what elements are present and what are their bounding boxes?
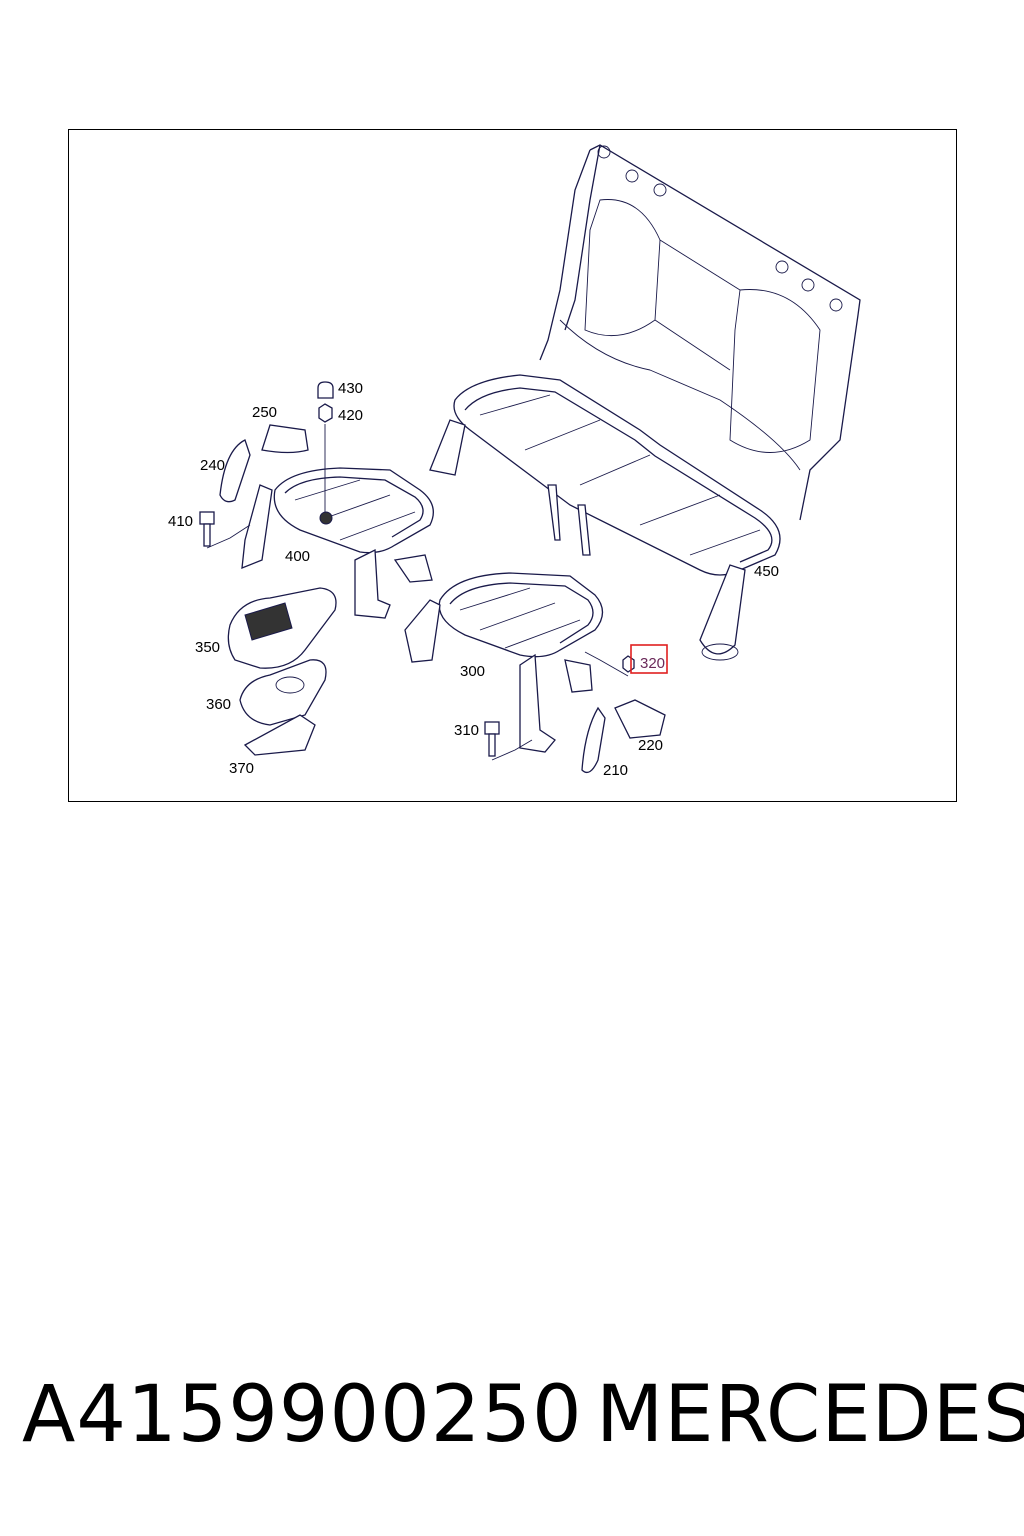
label-400: 400 [285,548,310,565]
label-370: 370 [229,760,254,777]
bolt-310 [484,721,533,761]
parts-diagram-frame [68,129,957,802]
label-210: 210 [603,762,628,779]
highlight-box-320 [630,644,668,674]
middle-seat-frame-300 [404,572,604,753]
rear-seat-frame-450 [429,374,781,661]
left-seat-frame-400 [241,467,434,619]
label-350: 350 [195,639,220,656]
label-430: 430 [338,380,363,397]
cover-250 [261,424,309,454]
bracket-370 [243,714,316,756]
bolt-410 [199,511,251,549]
label-360: 360 [206,696,231,713]
trim-240 [219,439,251,503]
label-220: 220 [638,737,663,754]
part-number: A4159900250 [22,1370,583,1460]
cupholder-360 [239,659,327,726]
trim-210 [581,706,606,774]
label-240: 240 [200,457,225,474]
label-410: 410 [168,513,193,530]
label-310: 310 [454,722,479,739]
cap-430 [317,381,334,399]
label-250: 250 [252,404,277,421]
brand-name: MERCEDES [596,1370,1024,1460]
nut-420 [318,403,333,512]
seat-backrest [539,144,861,521]
armrest-350 [227,587,337,669]
label-450: 450 [754,563,779,580]
nut-320 [584,651,635,677]
label-300: 300 [460,663,485,680]
label-420: 420 [338,407,363,424]
exploded-parts-diagram: 430 420 250 240 410 400 450 350 300 320 … [168,144,861,779]
footer: A4159900250 MERCEDES [0,1370,1024,1470]
label-320: 320 [640,655,665,672]
cover-220 [614,699,666,739]
